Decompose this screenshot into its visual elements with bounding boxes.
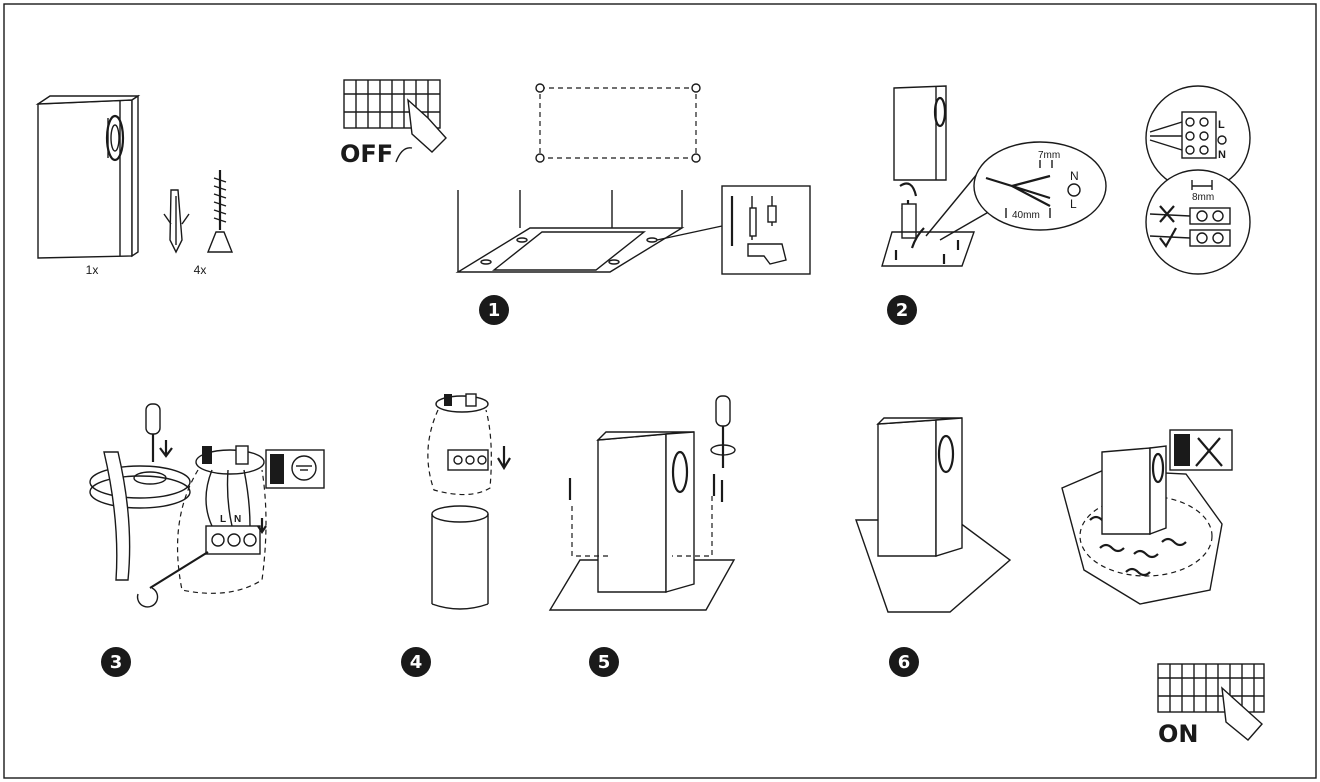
step5-number: 5	[598, 652, 611, 673]
earth-symbol-icon	[1067, 183, 1081, 197]
clamp-l-label: L	[220, 514, 226, 525]
lamp-housing-mount-icon	[596, 431, 695, 593]
wrong-cross-icon	[1159, 205, 1175, 223]
terminal-earth-icon	[1217, 135, 1227, 145]
warning-badge-icon-2	[1174, 434, 1190, 466]
terminal-n-label: N	[1218, 149, 1226, 161]
terminal-detail-group: L N 8mm	[1145, 85, 1251, 275]
screwdriver-icon-2	[715, 395, 731, 468]
prohibited-cross-icon	[1195, 437, 1223, 467]
step3-badge	[101, 647, 131, 677]
step6-group: 6	[855, 417, 1233, 677]
cable-detail-bubble	[973, 141, 1107, 231]
base-surface-icon	[548, 559, 736, 611]
strip-long-label: 40mm	[1012, 210, 1040, 221]
warning-badge-icon	[270, 454, 284, 484]
drill-tools-box	[721, 185, 811, 275]
breaker-off-group: OFF	[340, 79, 447, 168]
anchors-qty-label: 4x	[194, 263, 207, 277]
step1-badge	[479, 295, 509, 325]
step3-group: L N 3	[89, 403, 325, 677]
lamp-housing-installed-icon	[876, 417, 963, 557]
screw-icon	[206, 170, 234, 253]
step4-badge	[401, 647, 431, 677]
live-label: L	[1070, 197, 1077, 211]
lamp-housing-wet-icon	[1101, 445, 1167, 536]
terminal-l-label: L	[1218, 119, 1225, 131]
on-label: ON	[1158, 720, 1199, 748]
correct-check-icon	[1159, 227, 1177, 249]
step6-number: 6	[898, 652, 911, 673]
step4-number: 4	[410, 652, 423, 673]
step5-group: 5	[548, 395, 736, 677]
drill-icon	[730, 196, 787, 265]
step2-badge	[887, 295, 917, 325]
step2-group: 7mm 40mm N L 2	[881, 85, 1107, 325]
terminal-strip-label: 8mm	[1192, 192, 1214, 203]
step1-group: 1	[455, 83, 811, 325]
breaker-on-group: ON	[1157, 663, 1265, 748]
wall-plug-icon	[163, 189, 190, 254]
parts-group: 1x 4x	[35, 94, 234, 277]
step6-badge	[889, 647, 919, 677]
strip-short-label: 7mm	[1038, 150, 1060, 161]
step4-group: 4	[401, 393, 511, 677]
cable-icon	[103, 451, 131, 581]
cable-sleeve-icon	[901, 203, 917, 239]
screwdriver-icon	[145, 403, 161, 462]
template-dashed-rect	[539, 87, 697, 159]
neutral-label: N	[1070, 169, 1079, 183]
lamp-housing-icon	[35, 94, 141, 259]
step2-number: 2	[896, 300, 909, 321]
lamp-housing-small-icon	[893, 85, 947, 181]
diagram-border	[3, 3, 1317, 779]
breaker-panel-on-icon	[1157, 663, 1265, 713]
down-arrow-icon-2	[497, 446, 511, 471]
hand-icon	[407, 98, 447, 153]
earth-ground-icon	[291, 455, 317, 481]
mounting-surface-icon	[455, 190, 723, 273]
terminal-block-icon	[205, 525, 261, 555]
off-label: OFF	[340, 140, 393, 168]
clamp-n-label: N	[234, 514, 241, 525]
tube-icon	[431, 505, 489, 610]
ground-surface-icon	[881, 231, 975, 267]
step3-number: 3	[110, 652, 123, 673]
hand-icon-2	[1221, 686, 1263, 741]
housing-qty-label: 1x	[86, 263, 99, 277]
step5-badge	[589, 647, 619, 677]
step1-number: 1	[488, 300, 501, 321]
